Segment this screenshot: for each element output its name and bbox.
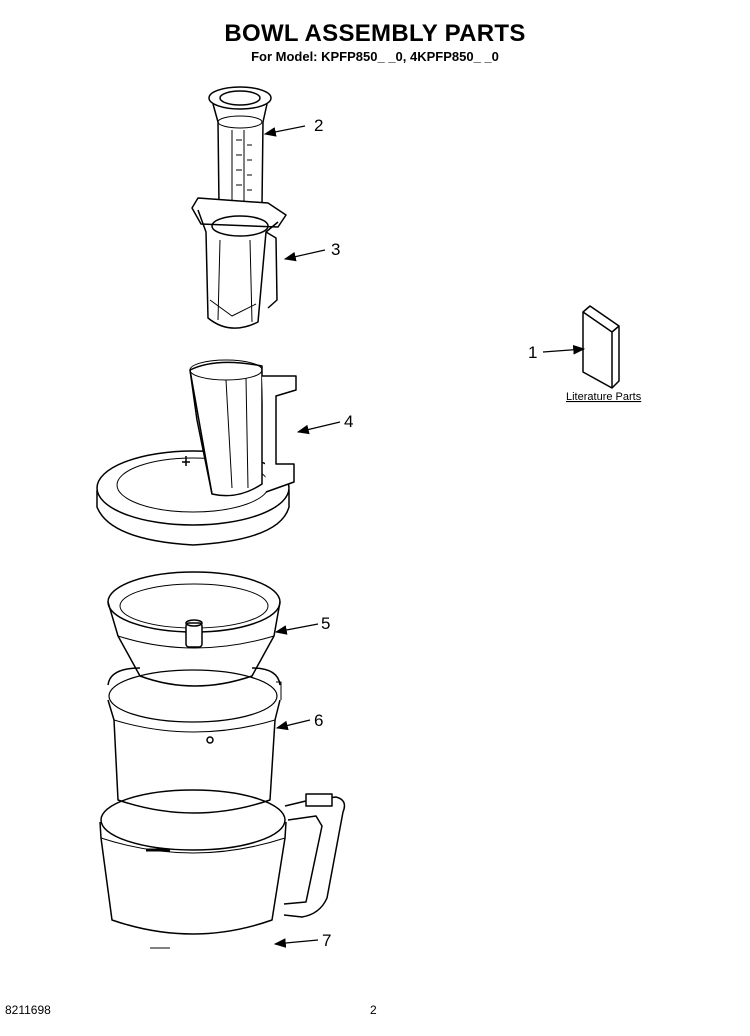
medium-bowl-drawing	[107, 667, 282, 814]
leader-arrow-2	[263, 125, 306, 137]
food-pusher-small-drawing	[208, 86, 272, 211]
page-title: BOWL ASSEMBLY PARTS	[224, 20, 526, 47]
leader-arrow-4	[296, 421, 341, 435]
model-subtitle: For Model: KPFP850_ _0, 4KPFP850_ _0	[251, 49, 499, 64]
bowl-cover-drawing	[96, 359, 297, 546]
page-number: 2	[370, 1003, 377, 1017]
literature-drawing	[582, 305, 620, 389]
callout-2: 2	[314, 116, 323, 135]
callout-1: 1	[528, 343, 537, 362]
callout-6: 6	[314, 711, 323, 730]
leader-arrow-7	[273, 938, 319, 948]
literature-parts-label: Literature Parts	[566, 391, 642, 403]
leader-arrow-5	[274, 623, 319, 635]
callout-5: 5	[321, 614, 330, 633]
food-pusher-large-drawing	[191, 197, 287, 329]
callout-3: 3	[331, 240, 340, 259]
leader-arrow-6	[275, 719, 311, 731]
leader-arrow-3	[283, 249, 326, 262]
document-number: 8211698	[5, 1003, 51, 1017]
leader-arrow-1	[542, 345, 586, 355]
callout-4: 4	[344, 412, 353, 431]
callout-7: 7	[322, 931, 331, 950]
work-bowl-drawing	[99, 789, 346, 949]
